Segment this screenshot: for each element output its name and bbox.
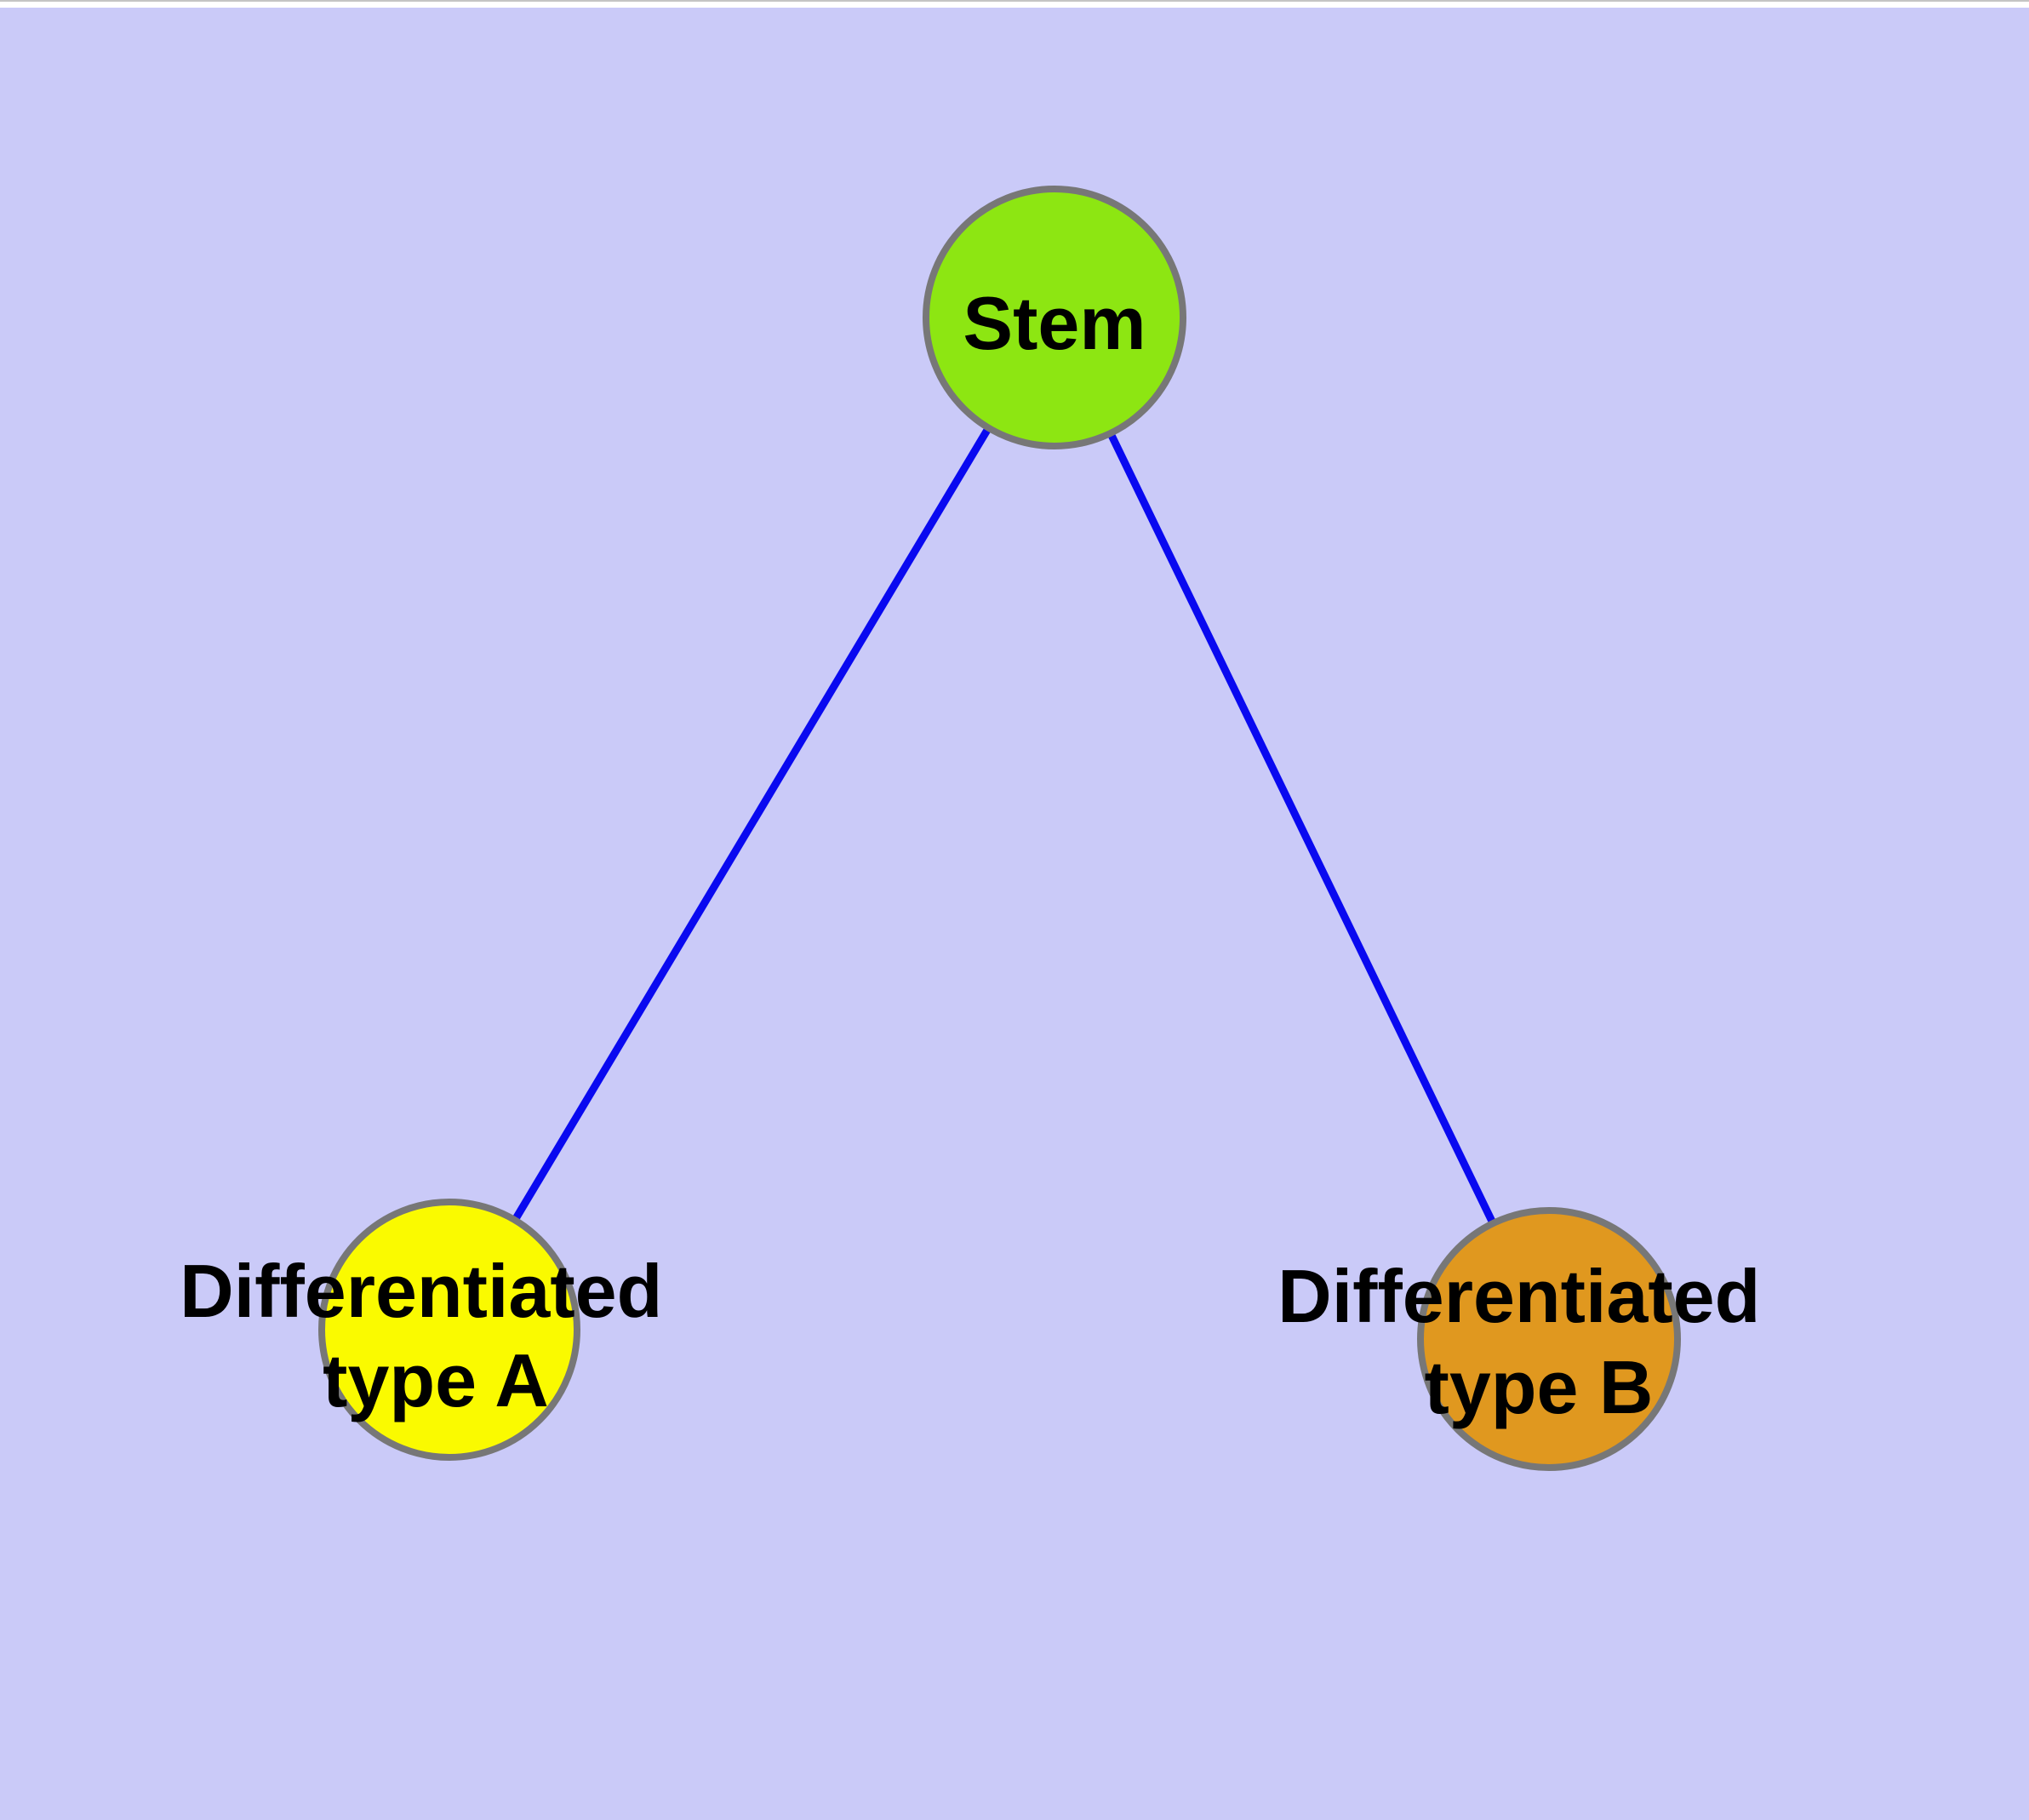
stem-node-label: Stem bbox=[963, 281, 1146, 365]
differentiated-type-a-label: Differentiated type A bbox=[180, 1249, 683, 1422]
differentiated-type-a-node: Differentiated type A bbox=[180, 1199, 683, 1461]
stem-node: Stem bbox=[923, 186, 1186, 449]
differentiated-type-b-label-line2: type B bbox=[1425, 1345, 1654, 1429]
edge-stem-to-type-a bbox=[446, 315, 1058, 1332]
differentiated-type-b-node: Differentiated type B bbox=[1277, 1207, 1781, 1471]
stem-node-circle bbox=[923, 186, 1186, 449]
differentiated-type-b-label-line1: Differentiated bbox=[1277, 1254, 1760, 1338]
edge-stem-to-type-b bbox=[1050, 316, 1553, 1341]
differentiated-type-a-label-line1: Differentiated bbox=[180, 1249, 662, 1333]
differentiated-type-b-circle bbox=[1417, 1207, 1681, 1471]
window-top-strip bbox=[0, 2, 2029, 8]
window-top-border bbox=[0, 0, 2029, 2]
differentiated-type-a-label-line2: type A bbox=[323, 1338, 549, 1422]
differentiated-type-a-circle bbox=[318, 1199, 580, 1461]
differentiated-type-b-label: Differentiated type B bbox=[1277, 1254, 1781, 1429]
